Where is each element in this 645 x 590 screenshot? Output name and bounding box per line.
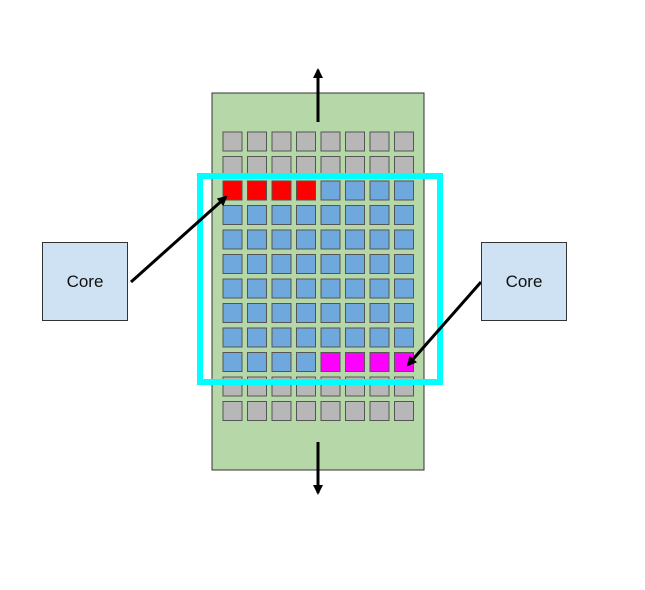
memory-cell-blue	[247, 254, 267, 274]
memory-cell-gray	[394, 156, 414, 176]
memory-cell-blue	[222, 278, 243, 299]
core-box-left: Core	[42, 242, 128, 321]
memory-cell-blue	[369, 303, 390, 323]
memory-cell-blue	[320, 303, 341, 323]
memory-cell-blue	[296, 278, 316, 299]
memory-cell-blue	[369, 327, 390, 348]
memory-cell-gray	[320, 156, 341, 176]
memory-cell-blue	[222, 327, 243, 348]
memory-cell-gray	[271, 401, 292, 421]
memory-cell-grid	[222, 131, 414, 421]
memory-cell-blue	[296, 303, 316, 323]
memory-cell-blue	[345, 254, 365, 274]
memory-cell-gray	[247, 131, 267, 152]
core-label-left: Core	[66, 271, 104, 291]
memory-cell-red	[271, 180, 292, 201]
memory-cell-gray	[394, 401, 414, 421]
memory-cell-blue	[320, 180, 341, 201]
memory-cell-blue	[271, 254, 292, 274]
memory-cell-blue	[271, 303, 292, 323]
memory-cell-blue	[296, 254, 316, 274]
memory-cell-blue	[394, 229, 414, 250]
memory-cell-gray	[394, 131, 414, 152]
memory-cell-blue	[222, 352, 243, 372]
memory-cell-gray	[345, 156, 365, 176]
memory-cell-blue	[271, 205, 292, 225]
memory-panel	[211, 92, 425, 471]
memory-cell-gray	[320, 401, 341, 421]
memory-cell-blue	[369, 205, 390, 225]
memory-cell-blue	[247, 327, 267, 348]
memory-cell-blue	[320, 278, 341, 299]
memory-cell-blue	[271, 229, 292, 250]
memory-cell-blue	[222, 303, 243, 323]
memory-cell-red	[296, 180, 316, 201]
memory-cell-blue	[222, 205, 243, 225]
memory-cell-blue	[247, 352, 267, 372]
memory-cell-gray	[247, 156, 267, 176]
memory-cell-blue	[345, 205, 365, 225]
memory-cell-gray	[345, 131, 365, 152]
memory-cell-blue	[222, 254, 243, 274]
memory-cell-blue	[320, 254, 341, 274]
memory-cell-blue	[222, 229, 243, 250]
memory-cell-gray	[296, 131, 316, 152]
memory-cell-blue	[247, 303, 267, 323]
memory-cell-blue	[320, 327, 341, 348]
memory-cell-blue	[394, 254, 414, 274]
memory-cell-red	[247, 180, 267, 201]
window-outline	[197, 173, 443, 385]
memory-cell-gray	[369, 156, 390, 176]
memory-cell-blue	[296, 205, 316, 225]
memory-cell-blue	[345, 278, 365, 299]
memory-cell-gray	[222, 131, 243, 152]
right-core-arrow	[406, 281, 483, 367]
memory-cell-blue	[320, 229, 341, 250]
memory-cell-magenta	[345, 352, 365, 372]
memory-cell-blue	[247, 229, 267, 250]
memory-cell-blue	[345, 180, 365, 201]
memory-cell-gray	[369, 401, 390, 421]
memory-cell-blue	[369, 229, 390, 250]
memory-cell-blue	[247, 278, 267, 299]
core-box-right: Core	[481, 242, 567, 321]
memory-cell-blue	[345, 229, 365, 250]
memory-cell-blue	[394, 205, 414, 225]
memory-cell-gray	[222, 401, 243, 421]
memory-cell-magenta	[320, 352, 341, 372]
memory-cell-blue	[369, 278, 390, 299]
memory-cell-blue	[345, 303, 365, 323]
memory-cell-blue	[320, 205, 341, 225]
memory-cell-gray	[271, 156, 292, 176]
memory-cell-blue	[394, 303, 414, 323]
memory-cell-blue	[296, 327, 316, 348]
memory-cell-blue	[271, 352, 292, 372]
memory-cell-gray	[222, 156, 243, 176]
memory-cell-red	[222, 180, 243, 201]
memory-cell-blue	[247, 205, 267, 225]
memory-cell-blue	[369, 180, 390, 201]
memory-cell-gray	[296, 156, 316, 176]
memory-cell-blue	[296, 352, 316, 372]
memory-cell-blue	[271, 278, 292, 299]
memory-cell-gray	[369, 131, 390, 152]
memory-cell-blue	[394, 180, 414, 201]
memory-cell-gray	[296, 401, 316, 421]
left-core-arrow	[129, 195, 228, 284]
core-label-right: Core	[505, 271, 543, 291]
memory-cell-gray	[345, 401, 365, 421]
memory-cell-blue	[394, 278, 414, 299]
memory-cell-magenta	[369, 352, 390, 372]
memory-cell-blue	[369, 254, 390, 274]
memory-cell-gray	[271, 131, 292, 152]
memory-cell-blue	[394, 327, 414, 348]
memory-cell-blue	[271, 327, 292, 348]
memory-cell-blue	[296, 229, 316, 250]
memory-cell-gray	[247, 401, 267, 421]
memory-cell-gray	[320, 131, 341, 152]
memory-cell-blue	[345, 327, 365, 348]
